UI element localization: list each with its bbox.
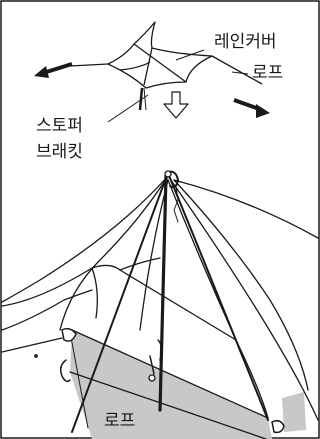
rain-cover-fold <box>143 47 153 86</box>
label-stopper-line2: 브래킷 <box>36 142 83 162</box>
tent-wing-left-lower <box>1 289 93 331</box>
tent-wing-fold <box>91 267 98 319</box>
stopper-bracket-line <box>138 87 144 111</box>
hollow-down-arrow-icon <box>163 91 189 119</box>
tent-floor-band-right <box>282 392 306 432</box>
cover-slope-right <box>167 175 319 421</box>
cover-slope-left <box>1 175 169 303</box>
band-clip-ring <box>148 374 156 382</box>
tent-drawing <box>1 170 319 439</box>
label-rain-cover: 레인커버 <box>214 32 277 52</box>
apex-hook <box>167 170 179 189</box>
band-clip-mid-2 <box>157 339 163 361</box>
stopper-bracket-line <box>143 87 147 111</box>
tent-wing-left <box>1 264 121 307</box>
tent-floor-band <box>70 330 272 439</box>
ground-peg-dot <box>34 354 38 358</box>
apex-chain <box>173 185 179 223</box>
label-stopper-line1: 스토퍼 <box>36 116 83 136</box>
leader-line-cover <box>175 49 205 61</box>
band-bottom-edge <box>69 371 267 439</box>
rope-ground-leader <box>69 331 89 429</box>
tent-inner-curve <box>119 257 161 271</box>
rain-cover-fold <box>133 43 187 83</box>
arrow-left-icon <box>34 62 73 78</box>
tent-pole-left <box>71 177 167 433</box>
rope-left <box>69 63 109 67</box>
inner-tent-bottom-curve <box>119 269 237 341</box>
tent-pole-right <box>169 177 269 421</box>
band-clip-left <box>61 327 77 342</box>
band-clip-hook <box>59 359 71 383</box>
arrow-right-icon <box>233 98 270 118</box>
apex-ring <box>164 170 172 178</box>
rain-cover-fold <box>119 61 151 71</box>
rain-cover-shape <box>107 21 213 89</box>
rope-right <box>211 55 263 85</box>
label-rope-bottom: 로프 <box>104 411 135 431</box>
label-rope-top: 로프 <box>252 63 283 83</box>
tent-pole-center <box>158 174 168 412</box>
band-clip-right <box>271 419 285 434</box>
cover-slope-left-inner <box>59 175 169 331</box>
rope-ground-left <box>1 337 63 353</box>
rain-cover-drawing <box>69 21 263 123</box>
leader-line-stopper <box>107 94 149 123</box>
band-clip-mid <box>149 355 155 375</box>
cover-edge-right <box>173 179 319 239</box>
cover-fold-right <box>173 179 309 391</box>
leader-line-rope <box>231 71 249 75</box>
